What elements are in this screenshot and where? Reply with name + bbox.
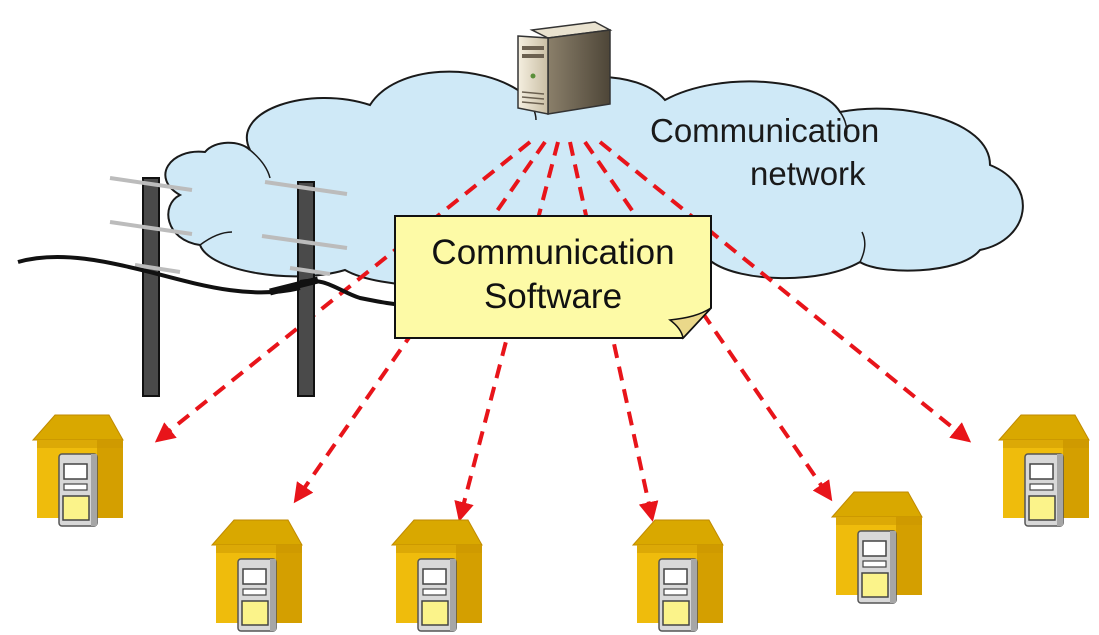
server-icon: [517, 21, 613, 115]
houses: [32, 414, 1090, 632]
network-label-line1: Communication: [650, 112, 879, 149]
house-with-meter-icon: [998, 414, 1090, 527]
house-with-meter-icon: [391, 519, 483, 632]
house-with-meter-icon: [32, 414, 124, 527]
note-label-line2: Software: [484, 277, 622, 316]
utility-pole-2: [261, 180, 348, 397]
utility-pole-icon: [17, 176, 411, 397]
utility-pole-1: [109, 176, 193, 397]
network-label-line2: network: [750, 155, 866, 192]
note-label-line1: Communication: [431, 233, 674, 272]
house-with-meter-icon: [632, 519, 724, 632]
house-with-meter-icon: [211, 519, 303, 632]
communication-software-note: Communication Software: [394, 215, 712, 340]
house-with-meter-icon: [831, 491, 923, 604]
arrow-to-house-6: [598, 140, 972, 443]
arrow-to-house-5: [583, 140, 833, 502]
